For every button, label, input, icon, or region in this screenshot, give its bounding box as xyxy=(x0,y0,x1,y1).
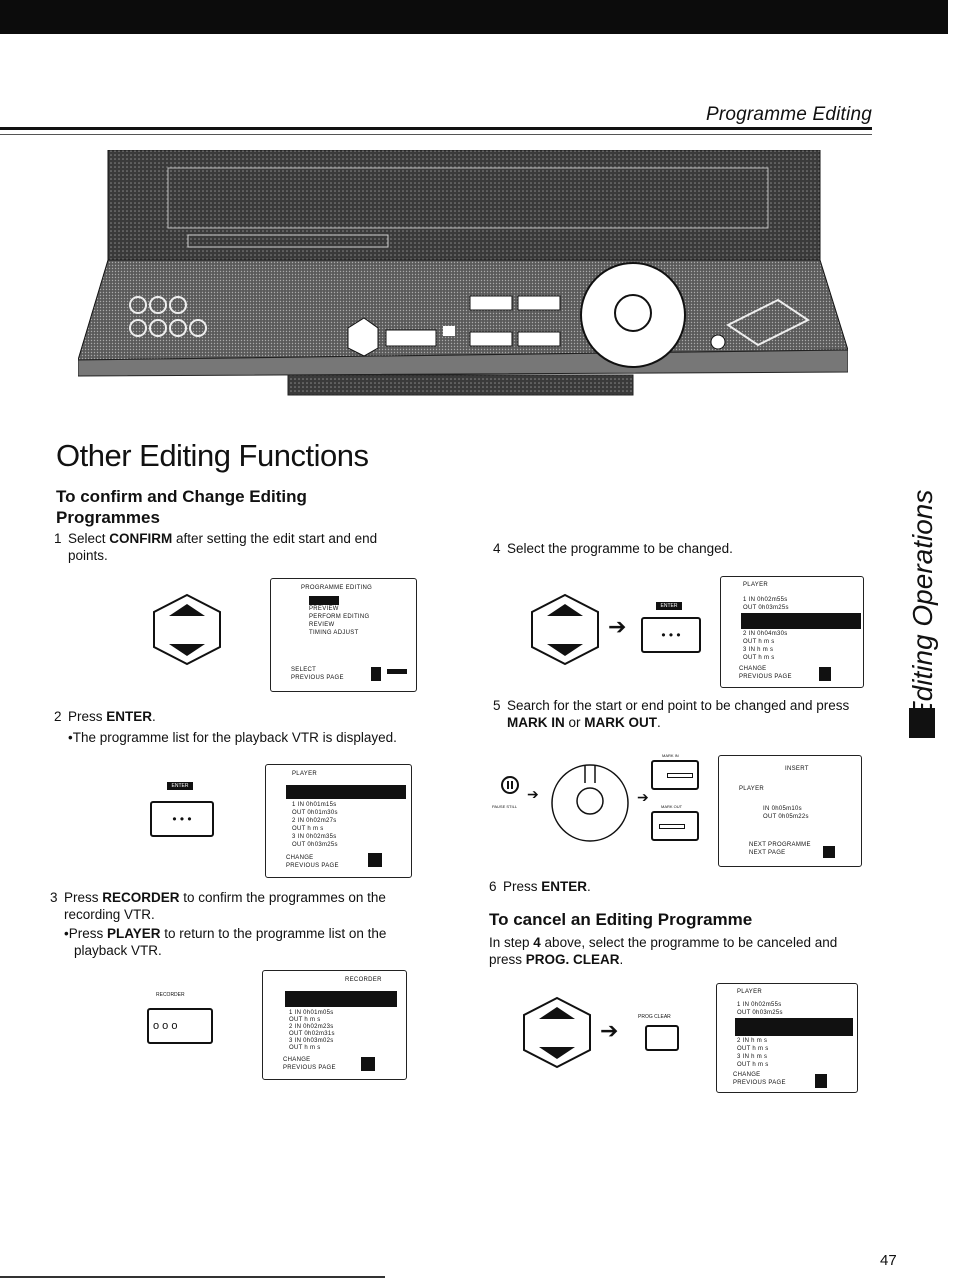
arrow-right-icon: ➔ xyxy=(527,786,539,802)
prog-clear-button[interactable] xyxy=(645,1025,679,1051)
cancel-player-list-screen: PLAYER 1 IN 0h02m55s OUT 0h03m25s 2 IN h… xyxy=(716,983,858,1093)
select-arrow-button-icon xyxy=(531,593,599,666)
enter-button[interactable]: • • • xyxy=(150,801,214,837)
player-change-list-screen: PLAYER 1 IN 0h02m55s OUT 0h03m25s 2 IN 0… xyxy=(720,576,864,688)
bottom-rule xyxy=(0,1276,385,1278)
jog-dial-icon xyxy=(551,764,629,842)
step-2-note: •The programme list for the playback VTR… xyxy=(68,730,397,745)
recorder-button[interactable]: o o o xyxy=(147,1008,213,1044)
header-rule xyxy=(0,127,872,130)
step-3-note: •Press PLAYER to return to the programme… xyxy=(64,926,387,958)
recorder-programme-list-screen: RECORDER 1 IN 0h01m05s OUT h m s 2 IN 0h… xyxy=(262,970,407,1080)
confirm-heading-line2: Programmes xyxy=(56,508,160,527)
side-tab-text: Editing Operations xyxy=(907,489,938,720)
page-number: 47 xyxy=(880,1252,897,1269)
running-header: Programme Editing xyxy=(705,104,872,125)
programme-editing-menu-screen: PROGRAMME EDITING PREVIEW PERFORM EDITIN… xyxy=(270,578,417,692)
section-title: Other Editing Functions xyxy=(56,438,369,473)
select-arrow-button-icon xyxy=(523,996,591,1069)
arrow-right-icon: ➔ xyxy=(637,789,649,805)
top-black-bar xyxy=(0,0,948,34)
player-programme-list-screen: PLAYER 1 IN 0h01m15s OUT 0h01m30s 2 IN 0… xyxy=(265,764,412,878)
pause-still-button-icon xyxy=(501,776,519,794)
enter-button-label: ENTER xyxy=(656,602,682,610)
vtr-control-panel-illustration xyxy=(78,150,848,396)
cancel-heading: To cancel an Editing Programme xyxy=(489,910,753,929)
mark-in-label: MARK IN xyxy=(662,753,679,758)
pause-still-label: PAUSE STILL xyxy=(492,804,518,809)
confirm-heading-line1: To confirm and Change Editing xyxy=(56,487,307,506)
mark-out-button[interactable] xyxy=(651,811,699,841)
arrow-right-icon: ➔ xyxy=(608,614,627,639)
prog-clear-label: PROG CLEAR xyxy=(638,1014,671,1020)
select-arrow-button-icon xyxy=(153,593,221,666)
arrow-right-icon: ➔ xyxy=(600,1018,619,1043)
enter-button-label: ENTER xyxy=(167,782,193,790)
recorder-button-label: RECORDER xyxy=(156,992,185,998)
mark-in-button[interactable] xyxy=(651,760,699,790)
header-rule-thin xyxy=(0,134,872,135)
cancel-instructions: In step 4 above, select the programme to… xyxy=(489,935,838,967)
side-tab: Editing Operations xyxy=(897,489,938,760)
insert-screen: INSERT PLAYER IN 0h05m10s OUT 0h05m22s N… xyxy=(718,755,862,867)
enter-button[interactable]: • • • xyxy=(641,617,701,653)
side-tab-marker xyxy=(909,708,935,738)
mark-out-label: MARK OUT xyxy=(661,804,683,809)
